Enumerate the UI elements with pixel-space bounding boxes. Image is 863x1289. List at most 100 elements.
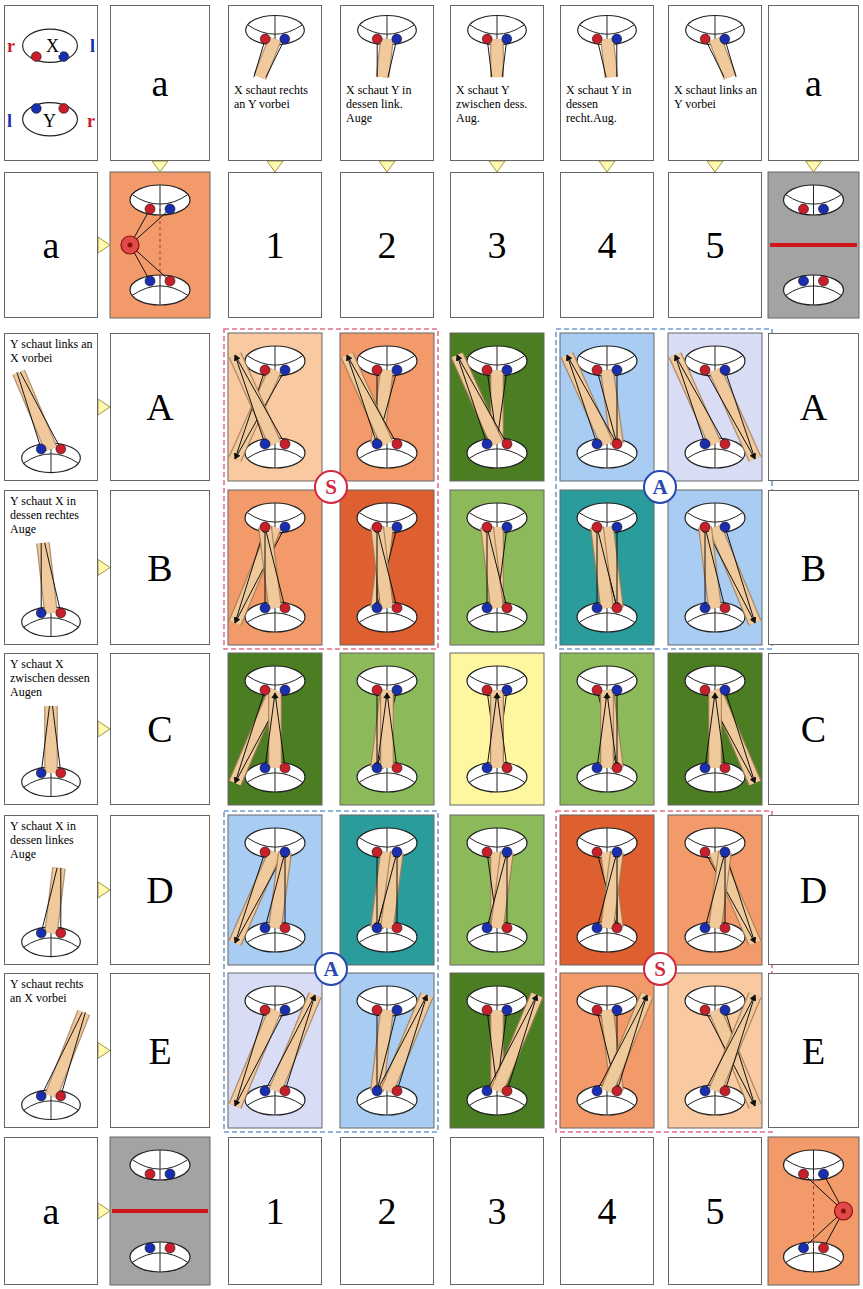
pointer-arrow — [98, 721, 110, 737]
index-letter: A — [800, 388, 827, 426]
row-header: Y schaut X in dessen rechtes Auge — [4, 490, 98, 645]
gaze-description: Y schaut links an X vorbei — [10, 338, 93, 366]
index-box: E — [768, 973, 859, 1128]
gaze-picture — [560, 653, 654, 805]
gaze-description: X schaut Y zwischen dess. Aug. — [456, 84, 539, 125]
index-letter: B — [801, 549, 826, 587]
pointer-mark — [98, 237, 110, 253]
eye-side-letter: l — [90, 37, 95, 55]
index-letter: a — [152, 64, 169, 102]
group-letter: A — [652, 477, 667, 498]
side-gaze-picture — [110, 172, 210, 318]
gaze-picture — [340, 333, 434, 481]
group-frame — [556, 329, 772, 649]
column-header: X schaut rechts an Y vorbei — [228, 5, 322, 161]
group-letter: A — [323, 959, 338, 980]
eye-side-letter: r — [87, 112, 95, 130]
column-header: X schaut Y zwischen dess. Aug. — [450, 5, 544, 161]
legend-box: rXllYr — [4, 5, 98, 161]
head-name: Y — [42, 112, 57, 130]
pointer-mark — [152, 161, 168, 172]
row-header: Y schaut X in dessen linkes Auge — [4, 815, 98, 965]
index-letter: 1 — [266, 226, 285, 264]
pointer-arrow — [489, 161, 505, 172]
gaze-description: X schaut links an Y vorbei — [674, 84, 757, 112]
group-frame — [224, 329, 438, 649]
index-letter: 5 — [706, 1192, 725, 1230]
pointer-arrow — [98, 882, 110, 898]
column-header: X schaut links an Y vorbei — [668, 5, 762, 161]
index-box: D — [110, 815, 210, 965]
index-box: 5 — [668, 172, 762, 318]
gaze-picture — [228, 973, 322, 1128]
index-box: 4 — [560, 172, 654, 318]
gaze-header-picture — [561, 6, 653, 160]
index-box: E — [110, 973, 210, 1128]
gaze-picture — [560, 815, 654, 965]
index-box: a — [4, 172, 98, 318]
index-box: C — [768, 653, 859, 805]
head-name: X — [45, 37, 60, 55]
index-letter: 2 — [378, 226, 397, 264]
eye-side-letter: l — [7, 112, 12, 130]
pointer-arrow — [98, 399, 110, 415]
index-letter: 2 — [378, 1192, 397, 1230]
group-badge: S — [314, 470, 348, 504]
index-box: 3 — [450, 1137, 544, 1285]
gaze-picture — [450, 333, 544, 481]
index-letter: A — [146, 388, 173, 426]
gaze-header-picture — [451, 6, 543, 160]
index-letter: 3 — [488, 226, 507, 264]
group-frame — [556, 811, 772, 1132]
gaze-picture — [668, 490, 762, 645]
column-header: X schaut Y in dessen link. Auge — [340, 5, 434, 161]
index-box: a — [110, 5, 210, 161]
gaze-picture — [668, 333, 762, 481]
index-box: 5 — [668, 1137, 762, 1285]
gaze-picture — [450, 653, 544, 805]
blocked-gaze-picture — [768, 172, 859, 318]
index-box: a — [4, 1137, 98, 1285]
gaze-picture — [228, 815, 322, 965]
gaze-picture — [668, 973, 762, 1128]
pointer-arrow — [599, 161, 615, 172]
row-header: Y schaut X zwischen dessen Augen — [4, 653, 98, 805]
group-letter: S — [325, 477, 337, 498]
pointer-arrow — [379, 161, 395, 172]
gaze-picture — [228, 490, 322, 645]
gaze-picture — [450, 490, 544, 645]
group-letter: S — [654, 959, 666, 980]
gaze-picture — [560, 333, 654, 481]
gaze-picture — [560, 490, 654, 645]
gaze-description: X schaut Y in dessen recht.Aug. — [566, 84, 649, 125]
gaze-header-picture — [669, 6, 761, 160]
index-letter: C — [801, 710, 826, 748]
gaze-description: Y schaut X in dessen linkes Auge — [10, 820, 93, 861]
pointer-arrow — [98, 560, 110, 576]
column-header: X schaut Y in dessen recht.Aug. — [560, 5, 654, 161]
group-badge: S — [643, 952, 677, 986]
index-letter: 4 — [598, 226, 617, 264]
pointer-arrow — [707, 161, 723, 172]
index-box: A — [110, 333, 210, 481]
index-letter: 3 — [488, 1192, 507, 1230]
index-letter: 1 — [266, 1192, 285, 1230]
index-box: D — [768, 815, 859, 965]
gaze-picture — [228, 333, 322, 481]
pointer-mark — [98, 1203, 110, 1219]
row-header: Y schaut rechts an X vorbei — [4, 973, 98, 1128]
index-box: 4 — [560, 1137, 654, 1285]
group-badge: A — [643, 470, 677, 504]
eye-side-letter: r — [7, 37, 15, 55]
index-box: B — [110, 490, 210, 645]
gaze-description: X schaut Y in dessen link. Auge — [346, 84, 429, 125]
gaze-description: X schaut rechts an Y vorbei — [234, 84, 317, 112]
side-gaze-picture — [768, 1137, 859, 1285]
index-box: 3 — [450, 172, 544, 318]
index-letter: a — [43, 226, 60, 264]
gaze-picture — [560, 973, 654, 1128]
index-box: 2 — [340, 1137, 434, 1285]
index-letter: E — [148, 1032, 171, 1070]
index-letter: a — [805, 64, 822, 102]
gaze-picture — [450, 815, 544, 965]
